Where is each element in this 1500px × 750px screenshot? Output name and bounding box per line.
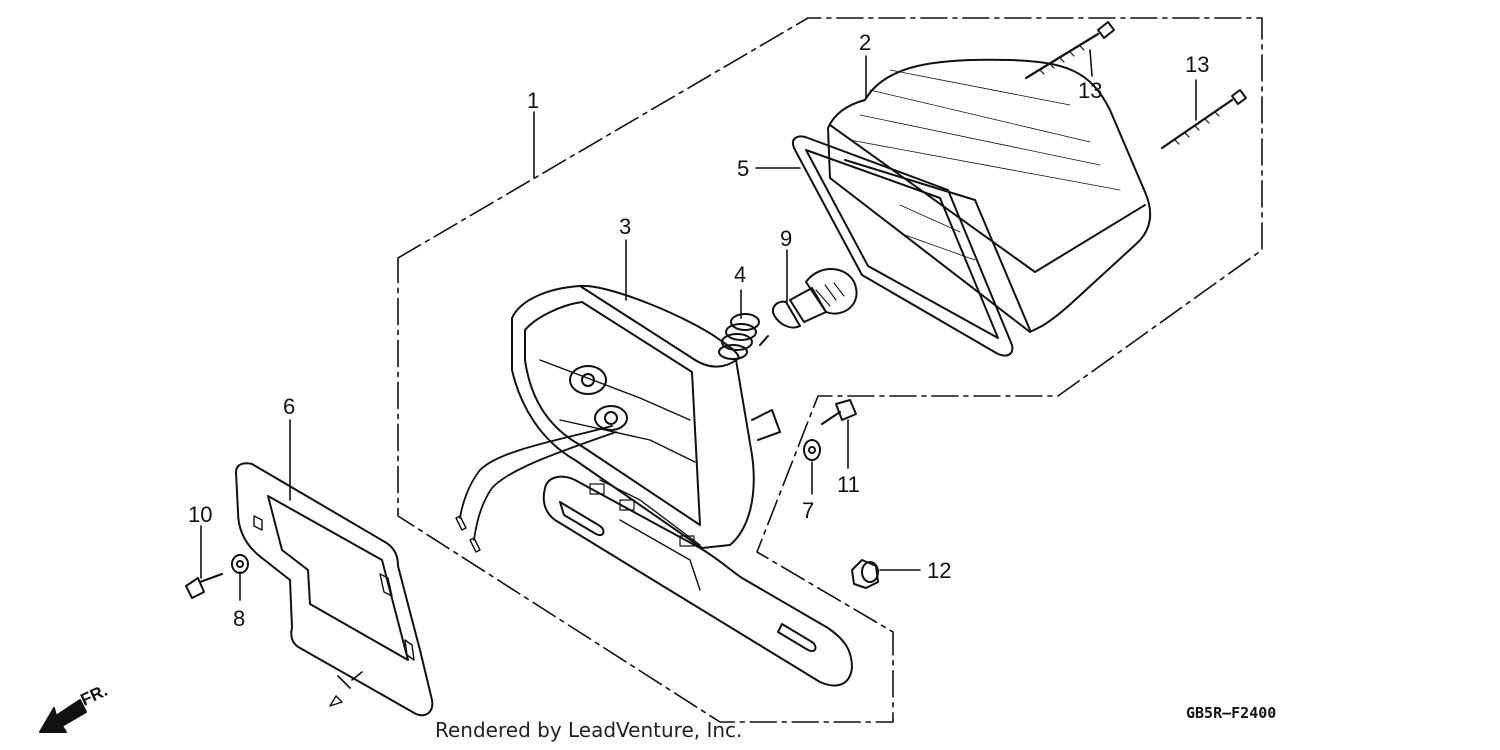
callout-6: 6 — [283, 394, 295, 419]
screw-13-b — [1160, 89, 1247, 150]
callout-10: 10 — [188, 502, 212, 527]
grommet-12 — [851, 559, 879, 589]
tail-lens — [827, 58, 1152, 333]
screw-13-a — [1024, 21, 1115, 80]
nut-8 — [231, 554, 249, 574]
housing-bracket — [542, 475, 853, 687]
callout-1: 1 — [527, 88, 539, 113]
callout-2: 2 — [859, 30, 871, 55]
callout-7: 7 — [802, 498, 814, 523]
callout-13-b: 13 — [1185, 52, 1209, 77]
callout-4: 4 — [734, 262, 746, 287]
callout-8: 8 — [233, 606, 245, 631]
spring — [718, 313, 769, 360]
bolt-10 — [185, 572, 224, 599]
render-credit: Rendered by LeadVenture, Inc. — [435, 718, 743, 742]
assembly-boundary — [397, 17, 1263, 723]
callout-13-a: 13 — [1078, 78, 1102, 103]
lens-gasket — [792, 135, 1014, 357]
leader-lines — [200, 49, 1197, 601]
callout-11: 11 — [837, 472, 860, 497]
bolt-11 — [820, 399, 857, 426]
callout-12: 12 — [927, 558, 951, 583]
bulb — [772, 268, 858, 329]
diagram-code: GB5R–F2400 — [1186, 704, 1277, 722]
callout-5: 5 — [737, 156, 749, 181]
front-direction-arrow — [39, 699, 87, 733]
callout-labels: 1 2 3 4 5 6 7 8 9 10 11 12 13 13 — [188, 30, 1209, 631]
lamp-housing — [511, 284, 781, 549]
wire-a — [459, 425, 613, 519]
callout-9: 9 — [780, 226, 792, 251]
nut-7 — [803, 439, 821, 461]
plate-frame — [235, 462, 434, 717]
callout-3: 3 — [619, 214, 631, 239]
wire-b — [473, 431, 617, 541]
